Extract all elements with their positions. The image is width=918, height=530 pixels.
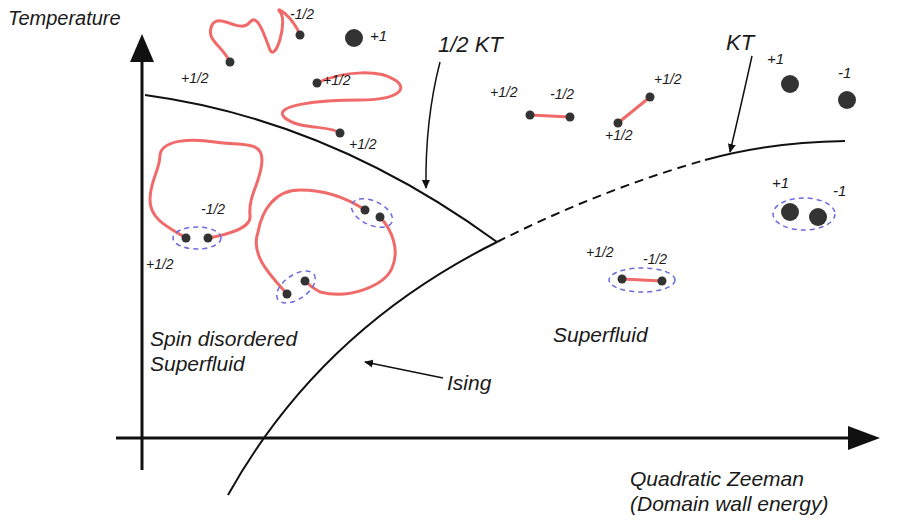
- axis-label: Temperature: [8, 6, 121, 30]
- charge-label: -1/2: [550, 86, 574, 103]
- charge-label: -1/2: [643, 251, 667, 268]
- charge-label: +1/2: [323, 72, 351, 89]
- charge-label: +1: [370, 27, 387, 45]
- charge-label: +1/2: [349, 136, 377, 153]
- charge-label: -1/2: [201, 201, 225, 218]
- transition-label: 1/2 KT: [438, 32, 503, 58]
- vortex-dot: [182, 29, 857, 299]
- charge-label: +1/2: [605, 127, 633, 144]
- charge-label: +1: [772, 174, 789, 192]
- axis-arrowhead: [130, 34, 154, 62]
- charge-label: -1: [833, 182, 846, 200]
- kt-line: [705, 141, 845, 160]
- charge-label: -1: [838, 64, 851, 82]
- axis-label: Quadratic Zeeman (Domain wall energy): [630, 466, 845, 516]
- ising-line: [228, 242, 497, 495]
- charge-label: +1/2: [490, 84, 518, 101]
- axis-arrowhead: [848, 426, 880, 450]
- bound-pair-ellipse: [173, 193, 835, 310]
- charge-label: -1/2: [290, 6, 314, 23]
- charge-label: +1/2: [146, 256, 174, 273]
- phase-label: Superfluid: [553, 322, 648, 347]
- half-kt-line: [145, 95, 497, 242]
- zeeman-axis: [116, 437, 855, 440]
- pointer-arrow: [365, 362, 443, 378]
- transition-label: KT: [726, 30, 754, 56]
- pointer-arrow: [426, 62, 440, 188]
- boundary-label: Ising: [447, 370, 491, 395]
- domain-wall-string: [150, 10, 662, 294]
- pointer-arrow: [730, 56, 752, 152]
- phase-label: Spin disordered Superfluid: [150, 326, 330, 376]
- charge-label: +1: [767, 50, 784, 68]
- temperature-axis: [141, 50, 144, 470]
- charge-label: +1/2: [181, 70, 209, 87]
- dashed-boundary: [497, 160, 705, 242]
- charge-label: +1/2: [586, 244, 614, 261]
- charge-label: +1/2: [654, 71, 682, 88]
